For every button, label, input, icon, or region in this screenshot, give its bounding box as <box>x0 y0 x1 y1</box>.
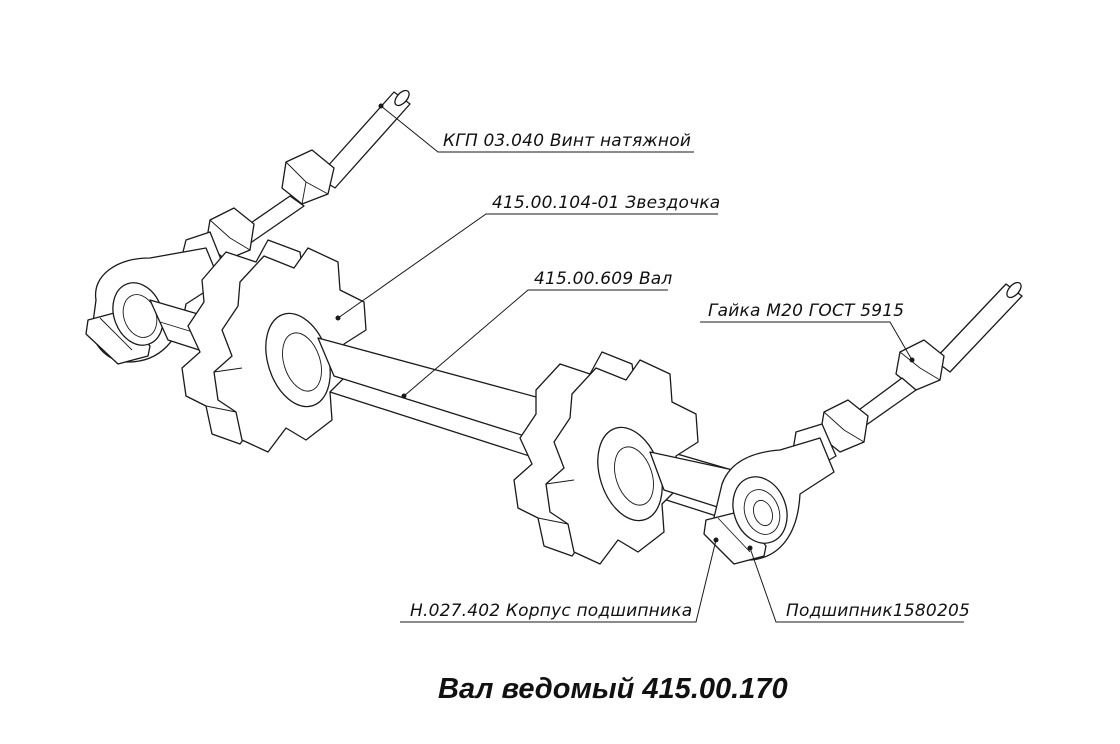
right-tension-screw <box>703 281 1023 565</box>
callout-shaft: 415.00.609 Вал <box>534 269 673 289</box>
left-sprocket <box>181 239 367 453</box>
callout-bearing-housing: Н.027.402 Корпус подшипника <box>410 601 692 621</box>
drawing-title: Вал ведомый 415.00.170 <box>438 673 788 705</box>
leader-lines <box>335 103 964 623</box>
callout-tension-screw: КГП 03.040 Винт натяжной <box>443 131 691 151</box>
callout-sprocket: 415.00.104-01 Звездочка <box>492 193 720 213</box>
left-tension-screw <box>85 89 411 365</box>
callout-nut: Гайка М20 ГОСТ 5915 <box>708 301 904 321</box>
callout-bearing: Подшипник1580205 <box>786 601 970 621</box>
right-sprocket <box>513 351 699 565</box>
